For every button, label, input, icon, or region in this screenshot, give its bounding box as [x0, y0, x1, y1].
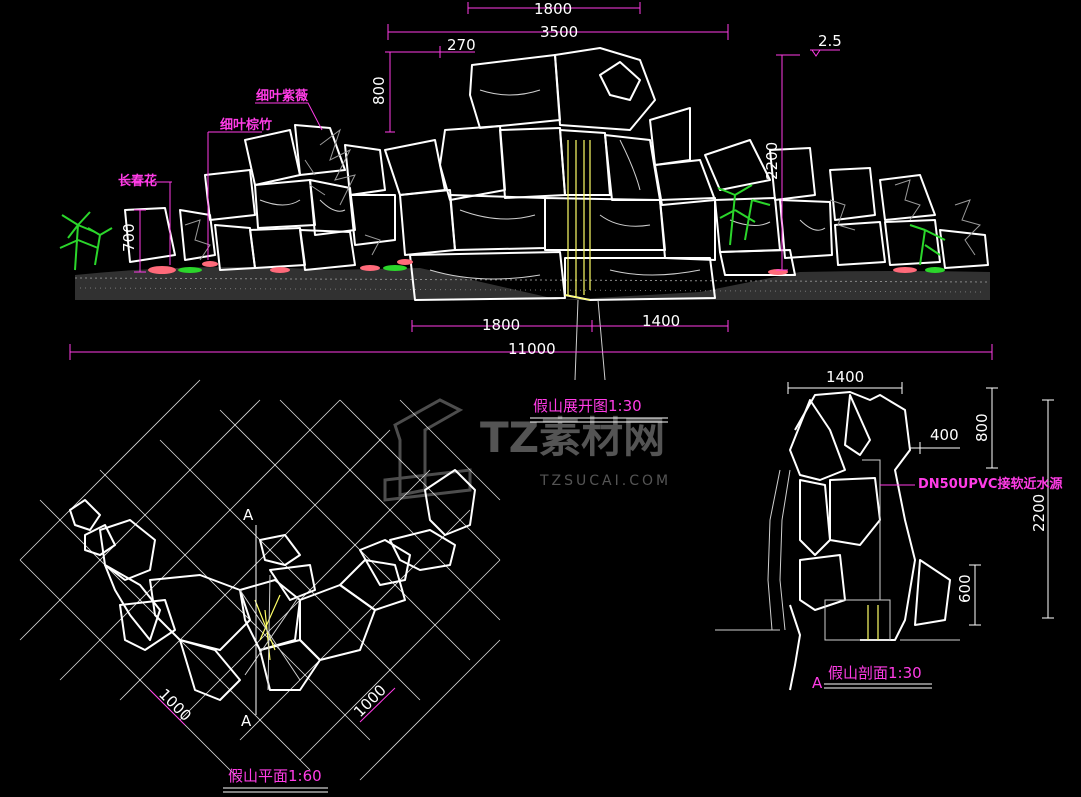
plants	[59, 128, 981, 275]
section-dim-inner-400: 400	[930, 426, 959, 444]
dim-bottom-1800: 1800	[482, 316, 520, 334]
watermark-domain: TZSUCAI.COM	[539, 473, 671, 489]
section-rock-outline	[715, 391, 960, 691]
plan-section-mark-bottom: A	[241, 712, 252, 730]
tree-foliage-icon	[184, 128, 981, 261]
central-rock-mass	[384, 47, 716, 381]
plan-section-mark-top: A	[243, 506, 254, 524]
dim-total-11000: 11000	[508, 340, 556, 358]
section-drawing: 1400 400 800 2200 600 DN50UPVC接软近水源 A 假山…	[715, 368, 1062, 692]
shrub-icon	[717, 184, 946, 266]
section-dimension-lines	[787, 382, 1054, 626]
dim-left-800: 800	[370, 76, 388, 105]
plan-drawing: A A 1000 1000 假山平面1:60	[19, 379, 501, 793]
dim-bottom-1400: 1400	[642, 312, 680, 330]
dim-top-270: 270	[447, 36, 476, 54]
elevation-title-underline	[530, 417, 668, 423]
plan-dim-lines	[149, 687, 396, 726]
watermark-brand: TZ素材网	[480, 413, 665, 462]
section-dim-top-1400: 1400	[826, 368, 864, 386]
section-dim-right-800: 800	[973, 413, 991, 442]
plan-waterfall-lines	[239, 574, 301, 691]
section-dim-right-600: 600	[956, 574, 974, 603]
elevation-dimension-lines	[69, 2, 993, 360]
elevation-drawing: 1800 3500 270 800 2200 2.5 700 1800 1400…	[59, 0, 993, 423]
section-pipe-label: DN50UPVC接软近水源	[918, 476, 1062, 492]
palm-plant-icon	[59, 211, 113, 271]
dim-top-1800: 1800	[534, 0, 572, 18]
elevation-title: 假山展开图1:30	[533, 397, 642, 415]
plan-title-underline	[223, 787, 328, 793]
ground-gravel	[74, 266, 991, 300]
right-rock-mass	[704, 139, 989, 276]
dim-right-2200: 2200	[763, 142, 781, 180]
plan-title: 假山平面1:60	[228, 767, 322, 785]
section-mark: A	[812, 674, 823, 692]
plan-diagonal-grid	[19, 379, 501, 781]
plant-label-1: 细叶紫薇	[256, 88, 308, 104]
plant-label-3: 长春花	[118, 173, 157, 189]
plan-rock-outline	[69, 469, 476, 701]
dim-top-3500: 3500	[540, 23, 578, 41]
watermark-logo-icon	[383, 398, 472, 502]
section-title-underline	[824, 683, 932, 689]
section-dim-right-2200: 2200	[1030, 494, 1048, 532]
plant-label-2: 细叶棕竹	[220, 117, 272, 133]
section-title: 假山剖面1:30	[828, 664, 922, 682]
plan-dim-left: 1000	[155, 685, 195, 725]
dim-left-700: 700	[120, 223, 138, 252]
left-rock-mass	[124, 124, 396, 271]
plan-dim-right: 1000	[350, 681, 390, 721]
watermark: TZ素材网 TZSUCAI.COM	[383, 398, 671, 502]
flower-bed-icon	[148, 259, 945, 275]
dim-level-2-5: 2.5	[818, 32, 842, 50]
